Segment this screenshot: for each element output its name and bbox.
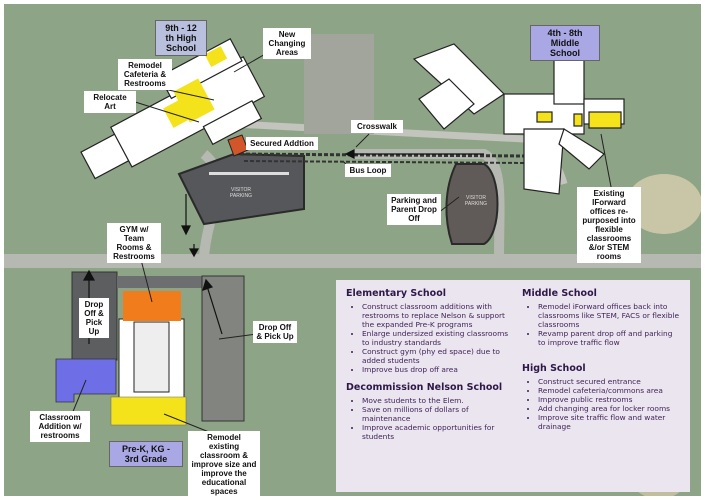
main-road — [4, 254, 701, 268]
list-item: Save on millions of dollars of maintenan… — [362, 405, 516, 423]
list-item: Construct secured entrance — [538, 377, 682, 386]
callout-leaders — [71, 48, 613, 435]
elementary-school-title: Pre-K, KG - 3rd Grade — [109, 441, 183, 467]
list-item: Improve public restrooms — [538, 395, 682, 404]
callout-iforward-offices: Existing IForward offices re-purposed in… — [577, 187, 641, 263]
road-lower — [354, 149, 505, 260]
project-summary-panel: Elementary School Construct classroom ad… — [336, 280, 690, 492]
high-school-building — [80, 37, 266, 180]
middle-list: Remodel iForward offices back into class… — [522, 302, 682, 347]
visitor-parking-label: VISITOR PARKING — [229, 187, 253, 199]
list-item: Improve site traffic flow and water drai… — [538, 413, 682, 431]
middle-school-building — [412, 43, 625, 195]
callout-relocate-art: Relocate Art — [84, 91, 136, 113]
ball-field — [626, 174, 701, 234]
list-item: Improve bus drop off area — [362, 365, 516, 374]
callout-dropoff-right: Drop Off & Pick Up — [253, 321, 297, 343]
nelson-list: Move students to the Elem. Save on milli… — [346, 396, 516, 441]
callout-gym: GYM w/ Team Rooms & Restrooms — [107, 223, 161, 263]
panel-left-column: Elementary School Construct classroom ad… — [346, 288, 516, 449]
elementary-building — [118, 318, 185, 400]
panel-right-column: Middle School Remodel iForward offices b… — [522, 288, 682, 439]
list-item: Remodel cafeteria/commons area — [538, 386, 682, 395]
heading-decommission-nelson: Decommission Nelson School — [346, 382, 503, 393]
list-item: Move students to the Elem. — [362, 396, 516, 405]
list-item: Construct classroom additions with restr… — [362, 302, 516, 329]
secured-addition — [227, 134, 249, 157]
list-item: Revamp parent drop off and parking to im… — [538, 329, 682, 347]
list-item: Construct gym (phy ed space) due to adde… — [362, 347, 516, 365]
hs-parking-lot — [304, 34, 374, 134]
callout-bus-loop: Bus Loop — [345, 164, 391, 177]
callout-remodel-existing: Remodel existing classroom & improve siz… — [188, 431, 260, 496]
heading-high: High School — [522, 363, 586, 374]
callout-dropoff-left: Drop Off & Pick Up — [79, 298, 109, 338]
list-item: Enlarge undersized existing classrooms t… — [362, 329, 516, 347]
list-item: Improve academic opportunities for stude… — [362, 423, 516, 441]
heading-middle: Middle School — [522, 288, 597, 299]
hs-visitor-parking-lot — [177, 152, 305, 226]
callout-remodel-cafeteria: Remodel Cafeteria & Restrooms — [118, 59, 172, 90]
callout-classroom-addition: Classroom Addition w/ restrooms — [30, 411, 90, 442]
callout-parking-parent-dropoff: Parking and Parent Drop Off — [387, 194, 441, 225]
callout-crosswalk: Crosswalk — [351, 120, 403, 133]
callout-secured-addition: Secured Addtion — [246, 137, 318, 150]
elem-lot-strip — [117, 276, 205, 288]
visitor-parking-label: VISITOR PARKING — [464, 195, 488, 207]
list-item: Remodel iForward offices back into class… — [538, 302, 682, 329]
list-item: Add changing area for locker rooms — [538, 404, 682, 413]
remodel-classrooms — [110, 396, 187, 426]
bus-loop-line — [243, 160, 525, 164]
callout-new-changing-areas: New Changing Areas — [263, 28, 311, 59]
high-school-title: 9th - 12 th High School — [155, 20, 207, 56]
ms-visitor-parking-lot — [445, 163, 499, 245]
elementary-list: Construct classroom additions with restr… — [346, 302, 516, 374]
high-list: Construct secured entrance Remodel cafet… — [522, 377, 682, 431]
elem-dropoff-lot-right — [201, 275, 245, 422]
site-plan-map: VISITOR PARKING VISITOR PARKING 9th - 12… — [4, 4, 701, 496]
hs-lot-island — [209, 172, 289, 175]
gym-addition — [123, 291, 181, 321]
bus-loop-line — [233, 152, 525, 158]
middle-school-title: 4th - 8th Middle School — [530, 25, 600, 61]
heading-elementary: Elementary School — [346, 288, 446, 299]
